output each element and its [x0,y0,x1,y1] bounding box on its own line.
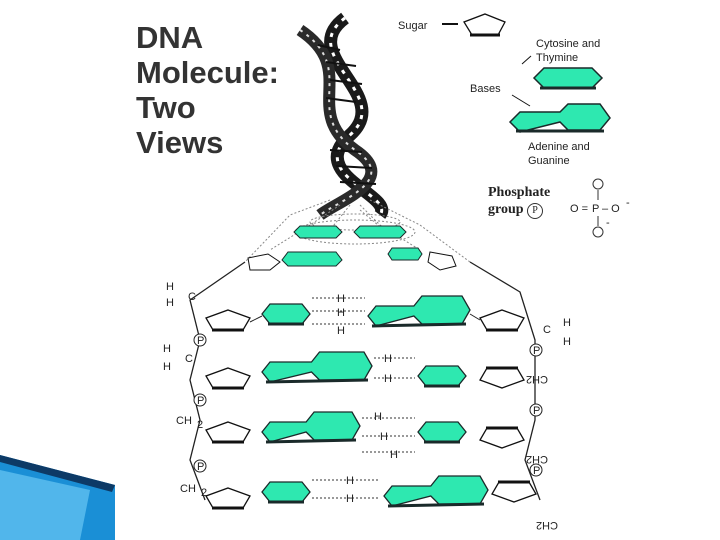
purine-base [383,475,489,507]
phosphate-label: P [533,345,540,357]
right-backbone [469,261,541,501]
pyrimidine-base [417,421,467,443]
slide-title: DNA Molecule: Two Views [136,20,306,160]
sugar-pentagon [205,487,251,509]
atom-h: H [346,475,354,487]
atom-subscript: 2 [197,419,203,431]
title-line-2: Molecule: [136,55,279,91]
atom-ch2: CH2 [536,519,558,531]
title-line-1: DNA [136,20,204,55]
glycosidic-bond [469,313,481,321]
formula-right-oxygen: – O [602,203,620,215]
atom-h: H [337,293,345,305]
legend-phosphate-line-1: Phosphate [488,185,551,200]
legend-phosphate-formula: O = P – O - - [570,178,630,238]
purine-base [261,351,373,383]
atom-c: C [543,324,551,336]
pyrimidine-base [417,365,467,387]
atom-h: H [346,493,354,505]
atom-h: H [166,281,174,293]
phosphate-label: P [197,461,204,473]
phosphate-circle [193,393,207,407]
atom-h: H [390,449,398,461]
atom-ch2: CH2 [526,373,548,385]
phosphate-circle [529,343,543,357]
legend-sugar-label: Sugar [398,20,428,32]
atom-h: H [563,336,571,348]
legend-purine-line-1: Adenine and [528,141,590,153]
atom-c: C [185,353,193,365]
sugar-pentagon [205,309,251,331]
corner-accent-shape [0,455,115,540]
phosphate-circle [529,463,543,477]
purine-base [261,411,361,443]
legend-pyrimidine-line-2: Thymine [536,51,579,64]
legend-phosphate-symbol: P [527,202,544,219]
legend-purine-line-2: Guanine [528,154,570,167]
base-edge [265,438,357,444]
sugar-pentagon [479,309,525,331]
legend-pyrimidine-shape [521,55,604,90]
phosphate-circle [193,459,207,473]
formula-left-oxygen: O = [570,203,588,215]
legend-phosphate-label: Phosphate group P [488,185,578,219]
phosphate-label: P [197,395,204,407]
atom-subscript: 2 [201,487,207,499]
sugar-pentagon [205,421,251,443]
atom-ch2: CH [180,483,196,495]
atom-h: H [380,431,388,443]
formula-charge-2: - [606,217,610,229]
atom-ch2: CH2 [526,453,548,465]
atom-h: H [374,411,382,423]
pyrimidine-base [261,303,311,325]
phosphate-circle [193,333,207,347]
transition-rungs [247,225,457,271]
pyrimidine-base [261,481,311,503]
formula-phosphorus: P [592,203,599,215]
legend-purine-label: Adenine and Guanine [528,141,628,169]
sugar-pentagon [491,481,537,503]
title-line-3: Two [136,90,196,126]
legend-pyrimidine-line-1: Cytosine and [536,38,601,50]
sugar-pentagon [479,427,525,449]
phosphate-label: P [533,405,540,417]
base-edge [387,502,485,508]
base-edge [371,322,467,328]
left-backbone [189,261,246,501]
atom-ch2: CH [176,415,192,427]
atom-h: H [163,343,171,355]
atom-h: H [337,307,345,319]
phosphate-label: P [197,335,204,347]
sugar-pentagon [479,367,525,389]
double-helix [296,12,389,220]
glycosidic-bond [249,315,263,323]
atom-c: C [188,291,196,303]
atom-h: H [166,297,174,309]
atom-h: H [384,353,392,365]
formula-charge: - [626,197,630,209]
title-line-4: Views [136,125,224,161]
legend-sugar-pentagon [442,13,506,37]
legend-phosphate-line-2: group P [488,202,578,219]
atom-h: H [163,361,171,373]
phosphate-label: P [533,465,540,477]
purine-base [367,295,471,327]
atom-h: H [563,317,571,329]
legend-bases-pointer [511,94,531,107]
legend-bases-label: Bases [470,83,501,95]
atom-h: H [384,373,392,385]
legend-purine-shape [508,103,611,133]
atom-h: H [337,325,345,337]
legend-pyrimidine-label: Cytosine and Thymine [536,38,636,66]
sugar-pentagon [205,367,251,389]
phosphate-circle [529,403,543,417]
base-edge [265,378,369,384]
